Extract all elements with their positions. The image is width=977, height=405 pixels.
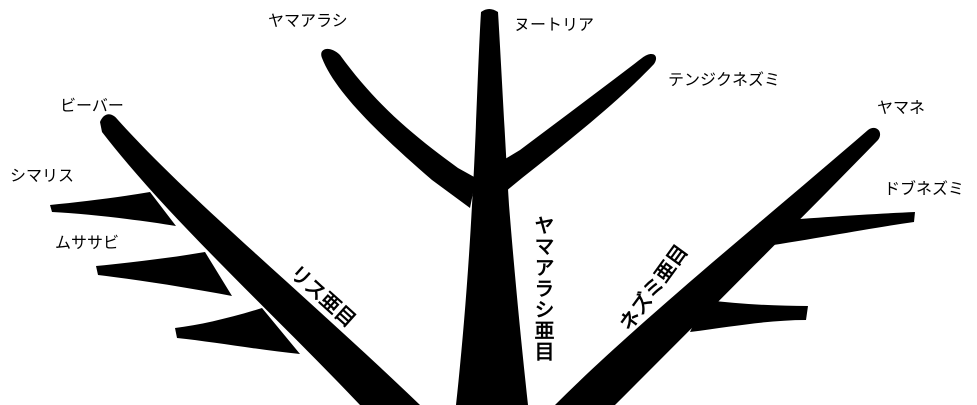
right-twig-1	[740, 212, 915, 250]
leaf-label-guinea-pig: テンジクネズミ	[668, 70, 781, 89]
center-trunk	[456, 9, 528, 405]
leaf-label-yamaarashi: ヤマアラシ	[268, 11, 348, 30]
leaf-label-flying-squirrel: ムササビ	[55, 233, 120, 252]
group-label-hystricomorpha: ヤマアラシ亜目	[531, 215, 555, 362]
leaf-label-chipmunk: シマリス	[10, 166, 75, 185]
leaf-label-brown-rat: ドブネズミ	[884, 179, 965, 198]
leaf-label-beaver: ビーバー	[60, 96, 124, 115]
left-branch-main	[100, 114, 420, 405]
center-branch-right	[500, 53, 657, 192]
right-twig-2	[690, 300, 808, 332]
left-twig-3	[175, 308, 300, 354]
left-twig-1	[50, 192, 176, 226]
center-branch-left	[321, 48, 476, 209]
leaf-label-dormouse: ヤマネ	[877, 98, 926, 117]
leaf-label-nutria: ヌートリア	[514, 15, 595, 34]
right-branch-main	[555, 127, 881, 405]
left-twig-2	[96, 252, 232, 296]
